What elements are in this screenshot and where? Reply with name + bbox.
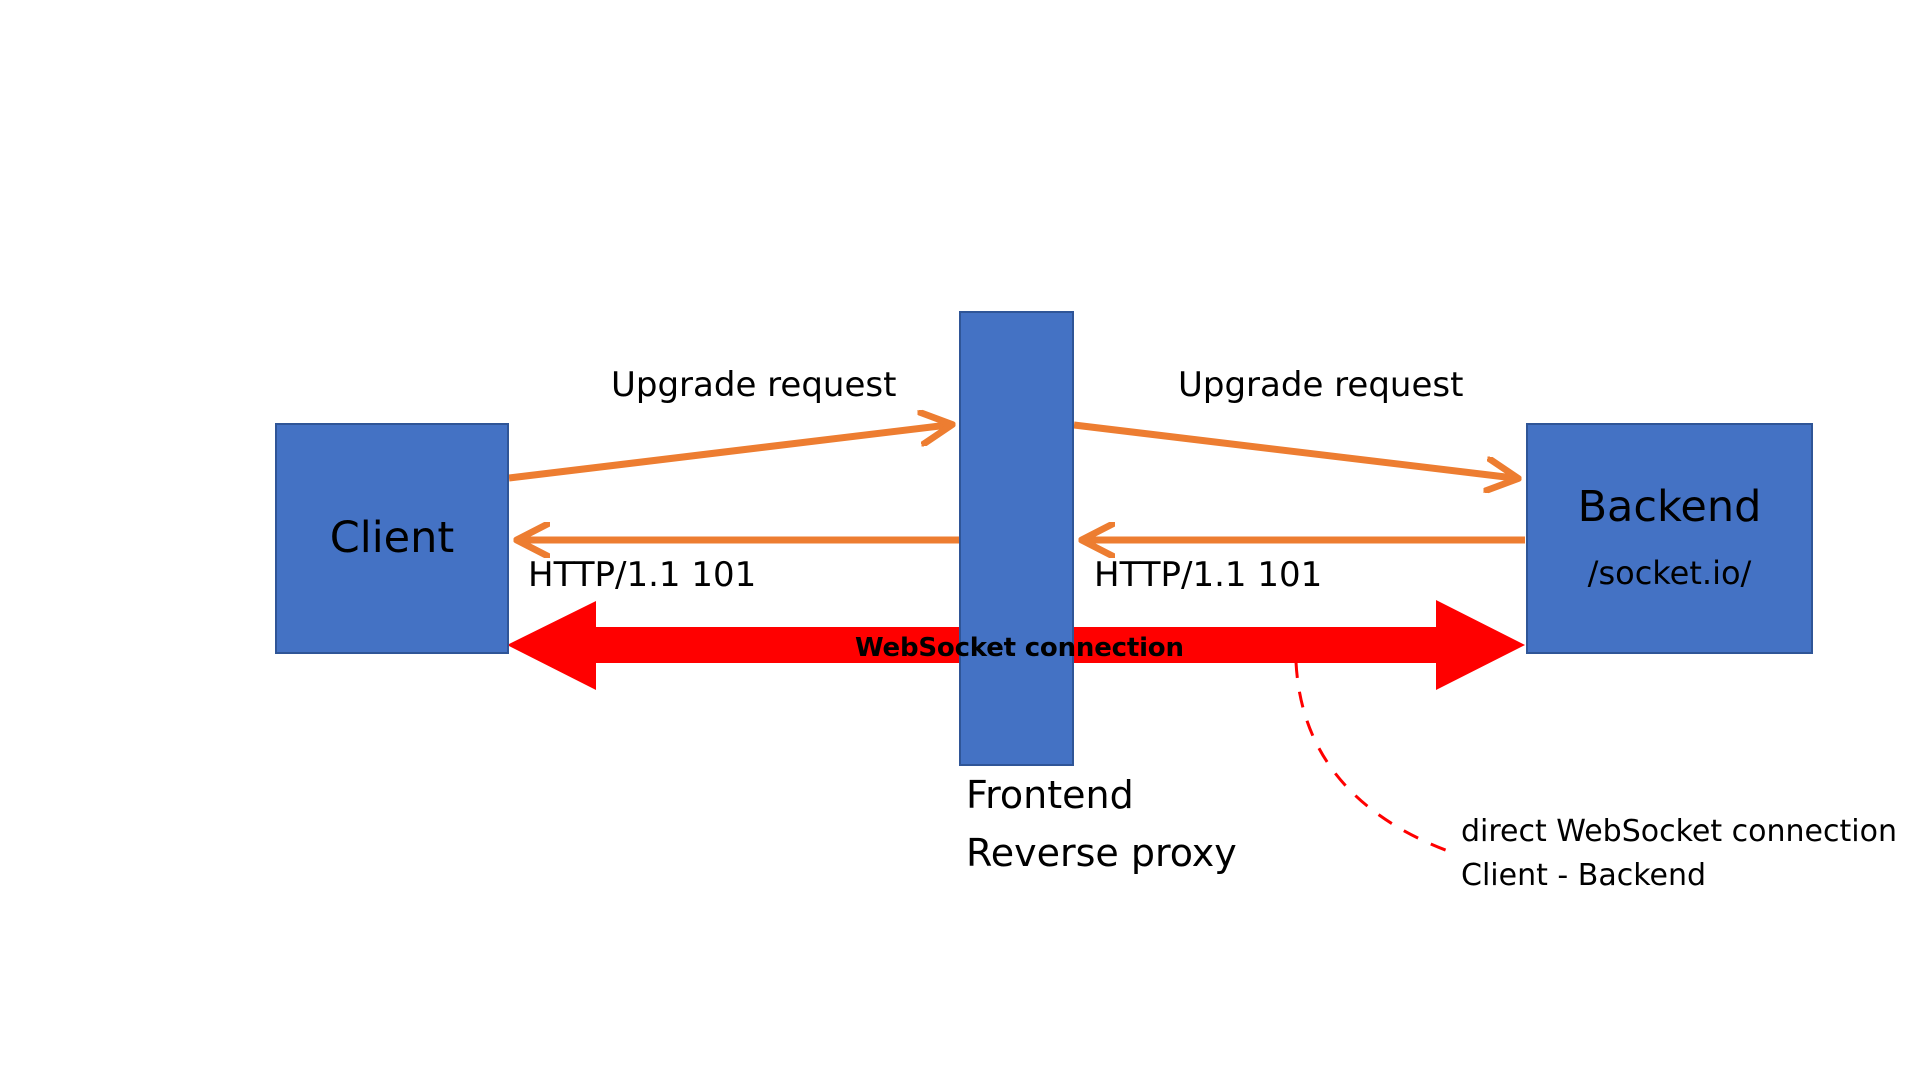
node-client[interactable]: Client [275,423,509,654]
label-websocket-connection: WebSocket connection [855,633,1184,663]
node-backend[interactable]: Backend /socket.io/ [1526,423,1813,654]
label-upgrade-request-right: Upgrade request [1178,365,1464,405]
label-upgrade-request-left: Upgrade request [611,365,897,405]
label-http-101-left: HTTP/1.1 101 [528,555,757,595]
proxy-caption-line-1: Frontend [966,773,1134,817]
node-backend-sublabel: /socket.io/ [1587,554,1752,593]
label-http-101-right: HTTP/1.1 101 [1094,555,1323,595]
arrow-upgrade-client-to-proxy [508,425,948,482]
annotation-line-1: direct WebSocket connection [1461,814,1897,849]
annotation-line-2: Client - Backend [1461,858,1707,893]
node-backend-label: Backend [1577,482,1762,533]
proxy-caption-line-2: Reverse proxy [966,831,1237,875]
annotation-leader-line [1294,661,1449,853]
arrow-upgrade-proxy-to-backend [1073,421,1514,478]
node-reverse-proxy[interactable] [959,311,1074,766]
node-client-label: Client [329,512,455,563]
